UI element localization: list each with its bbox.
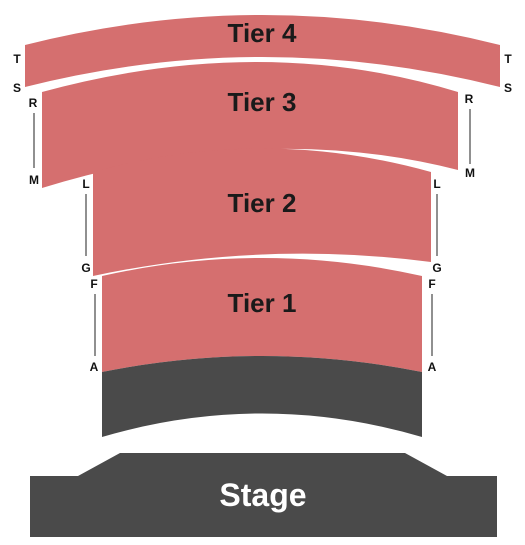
row-label-tier3-first-left: M <box>29 173 39 187</box>
section-tier-3-shape[interactable] <box>42 62 458 188</box>
stage: Stage <box>30 453 497 537</box>
row-label-tier1-first-left: A <box>90 360 99 374</box>
row-label-tier4-first-left: S <box>13 81 21 95</box>
row-label-tier3-first-right: M <box>465 166 475 180</box>
row-label-tier1-last-right: F <box>428 277 435 291</box>
section-tier-2-shape[interactable] <box>93 148 431 277</box>
row-label-tier4-first-right: S <box>504 81 512 95</box>
row-label-tier2-last-right: L <box>433 177 440 191</box>
row-label-tier1-first-right: A <box>428 360 437 374</box>
row-label-tier2-last-left: L <box>82 177 89 191</box>
row-label-tier3-last-left: R <box>29 96 38 110</box>
stage-shape <box>30 453 497 537</box>
stage-label: Stage <box>219 477 306 513</box>
row-label-tier4-last-right: T <box>504 52 512 66</box>
section-tier-1-shape[interactable] <box>102 258 422 372</box>
orchestra-pit <box>102 356 422 437</box>
section-tier-4-shape[interactable] <box>25 15 500 87</box>
section-tier-2[interactable]: Tier 2 <box>93 148 431 277</box>
row-label-tier4-last-left: T <box>13 52 21 66</box>
section-tier-1[interactable]: Tier 1 <box>102 258 422 372</box>
row-label-tier3-last-right: R <box>465 92 474 106</box>
row-label-tier1-last-left: F <box>90 277 97 291</box>
row-label-tier2-first-left: G <box>81 261 90 275</box>
row-label-tier2-first-right: G <box>432 261 441 275</box>
